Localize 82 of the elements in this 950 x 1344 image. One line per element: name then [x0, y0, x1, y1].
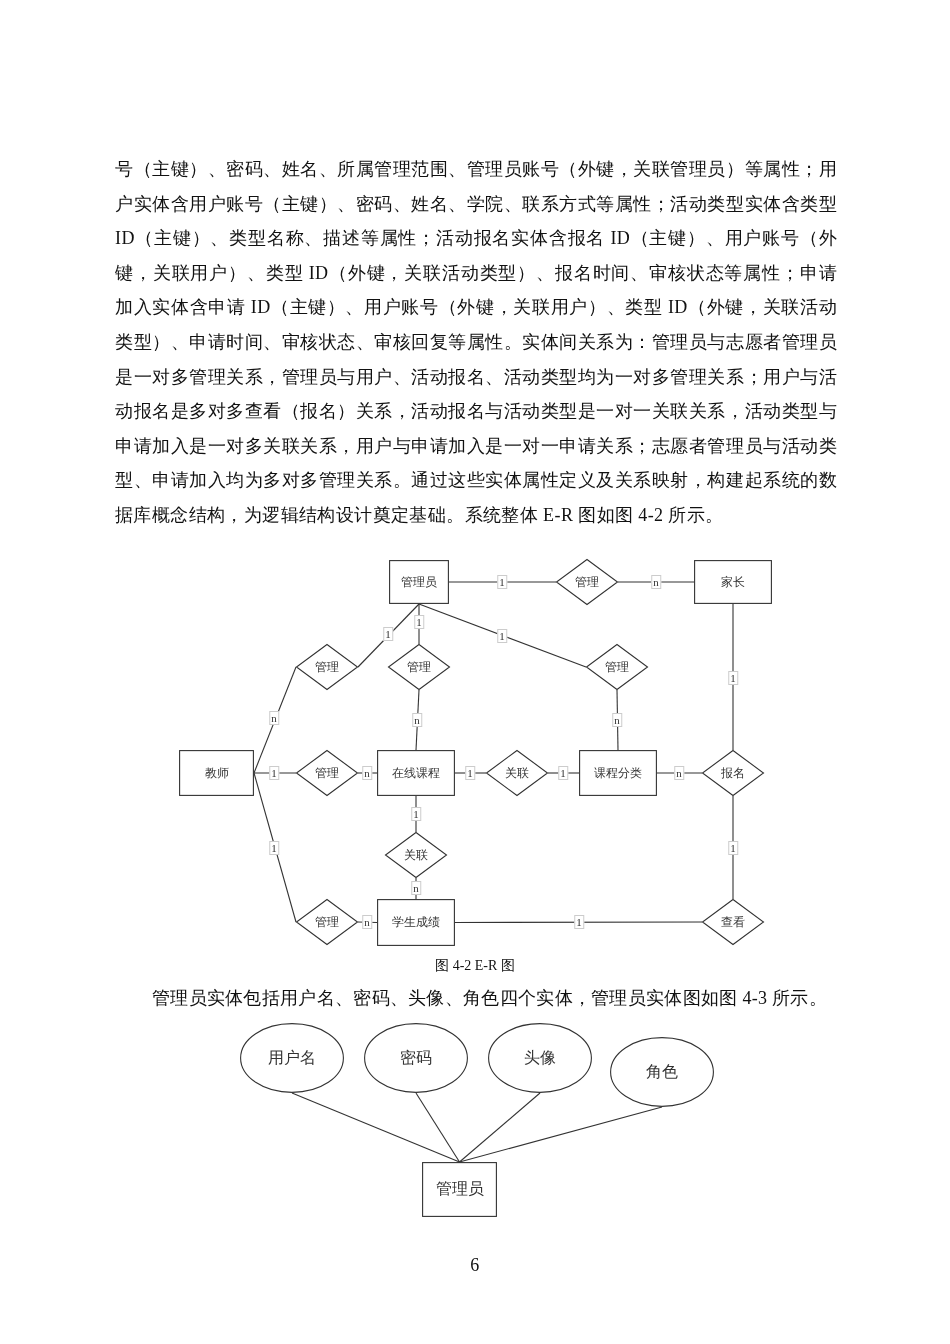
cardinality-label: 1	[558, 766, 568, 780]
connector-line	[415, 689, 420, 751]
cardinality-label: 1	[497, 629, 507, 643]
entity-box	[179, 750, 254, 796]
node-label: 报名	[721, 764, 745, 782]
node-label: 用户名	[268, 1047, 316, 1069]
connector-line	[454, 921, 703, 924]
relationship-diamond	[702, 750, 764, 796]
cardinality-label: 1	[728, 841, 738, 855]
node-label: 头像	[524, 1047, 556, 1069]
relationship-diamond	[388, 644, 450, 690]
connector-line	[448, 581, 557, 583]
node-label: 管理	[315, 913, 339, 931]
connector-line	[732, 603, 734, 751]
connector-line	[732, 795, 734, 900]
node-label: 管理员	[401, 573, 437, 591]
cardinality-label: n	[269, 711, 279, 725]
cardinality-label: 1	[497, 575, 507, 589]
cardinality-label: n	[412, 713, 422, 727]
body-paragraph: 号（主键）、密码、姓名、所属管理范围、管理员账号（外键，关联管理员）等属性；用户实体含用户账号（主键）、密码、姓名、学院、联系方式等属性；活动类型实体含类型 ID（主键）、类型名称、描述等属性；活动报名实体含报名 ID（主键）、用户账号（外键，关联用户）、类型 ID（外键，关联活动类型）、报名时间、审核状态等属性；申请加入实体含申请 ID（主键）、用户账号（外键，关联用户）、类型 ID（外键，关联活动类型）、申请时间、审核状态、审核回复等属性。实体间关系为：管理员与志愿者管理员是一对多管理关系，管理员与用户、活动报名、活动类型均为一对多管理关系；用户与活动报名是多对多查看（报名）关系，活动报名与活动类型是一对一关联关系，活动类型与申请加入是一对多关联关系，用户与申请加入是一对一申请关系；志愿者管理员与活动类型、申请加入均为多对多管理关系。通过这些实体属性定义及关系映射，构建起系统的数据库概念结构，为逻辑结构设计奠定基础。系统整体 E-R 图如图 4-2 所示。	[115, 158, 837, 527]
connector-line	[415, 1092, 461, 1163]
relationship-diamond	[296, 899, 358, 945]
node-label: 在线课程	[392, 764, 440, 782]
node-label: 管理	[605, 658, 629, 676]
connector-line	[547, 772, 580, 774]
connector-line	[617, 581, 695, 583]
connector-line	[454, 772, 487, 774]
body-paragraph: 管理员实体包括用户名、密码、头像、角色四个实体，管理员实体图如图 4-3 所示。	[152, 987, 828, 1010]
entity-box	[422, 1162, 497, 1217]
entity-box	[389, 560, 449, 604]
cardinality-label: 1	[728, 671, 738, 685]
cardinality-label: n	[651, 575, 661, 589]
relationship-diamond	[556, 559, 618, 605]
page-number: 6	[469, 1254, 481, 1277]
entity-box	[579, 750, 657, 796]
node-label: 查看	[721, 913, 745, 931]
node-label: 管理员	[435, 1179, 484, 1200]
connector-line	[458, 1092, 541, 1163]
node-label: 管理	[315, 764, 339, 782]
node-label: 课程分类	[594, 764, 642, 782]
node-label: 管理	[575, 573, 599, 591]
entity-box	[694, 560, 772, 604]
node-label: 管理	[407, 658, 431, 676]
node-label: 角色	[646, 1061, 678, 1083]
cardinality-label: 1	[383, 627, 393, 641]
connector-line	[357, 603, 420, 668]
cardinality-label: 1	[411, 807, 421, 821]
entity-box	[377, 899, 455, 946]
cardinality-label: n	[674, 766, 684, 780]
attribute-ellipse	[364, 1023, 468, 1093]
relationship-diamond	[296, 750, 358, 796]
node-label: 家长	[721, 573, 745, 591]
cardinality-label: n	[411, 881, 421, 895]
cardinality-label: 1	[465, 766, 475, 780]
connector-line	[616, 689, 619, 751]
cardinality-label: 1	[574, 915, 584, 929]
node-label: 管理	[315, 658, 339, 676]
connector-line	[656, 772, 703, 774]
connector-line	[418, 603, 587, 668]
relationship-diamond	[702, 899, 764, 945]
cardinality-label: n	[362, 915, 372, 929]
node-label: 密码	[400, 1047, 432, 1069]
relationship-diamond	[385, 832, 447, 878]
connector-line	[291, 1092, 461, 1163]
node-label: 学生成绩	[392, 914, 440, 931]
connector-line	[253, 772, 297, 774]
node-label: 关联	[505, 764, 529, 782]
relationship-diamond	[586, 644, 648, 690]
relationship-diamond	[296, 644, 358, 690]
cardinality-label: n	[612, 713, 622, 727]
cardinality-label: 1	[269, 841, 279, 855]
attribute-ellipse	[240, 1023, 344, 1093]
figure-caption: 图 4-2 E-R 图	[434, 957, 516, 975]
relationship-diamond	[486, 750, 548, 796]
entity-box	[377, 750, 455, 796]
attribute-ellipse	[610, 1037, 714, 1107]
cardinality-label: 1	[269, 766, 279, 780]
cardinality-label: 1	[414, 615, 424, 629]
attribute-ellipse	[488, 1023, 592, 1093]
node-label: 关联	[404, 846, 428, 864]
node-label: 教师	[204, 764, 229, 782]
cardinality-label: n	[362, 766, 372, 780]
